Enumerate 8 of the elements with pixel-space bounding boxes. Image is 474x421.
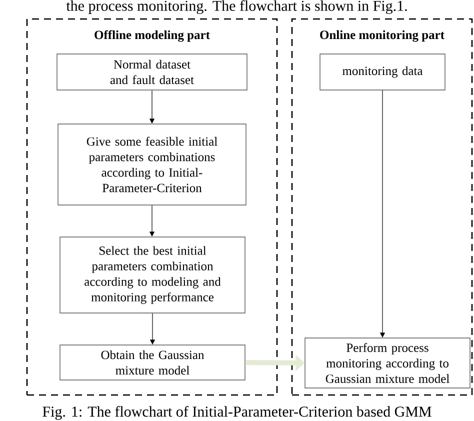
process-box: Select the best initial parameters combination according to modeling and monitoring performance	[60, 236, 246, 314]
process-box: monitoring data	[320, 54, 446, 90]
process-box: Normal dataset and fault dataset	[56, 54, 248, 90]
figure-caption: Fig. 1: The flowchart of Initial-Parameter-Criterion based GMM	[42, 406, 432, 420]
process-box: Perform process monitoring according to Gaussian mixture model	[304, 338, 470, 388]
body-text: the process monitoring. The flowchart is shown in Fig.1.	[66, 0, 407, 14]
process-box: Give some feasible initial parameters combinations according to Initial-Parameter-Criterion	[58, 124, 246, 206]
process-box: Obtain the Gaussian mixture model	[60, 344, 246, 380]
